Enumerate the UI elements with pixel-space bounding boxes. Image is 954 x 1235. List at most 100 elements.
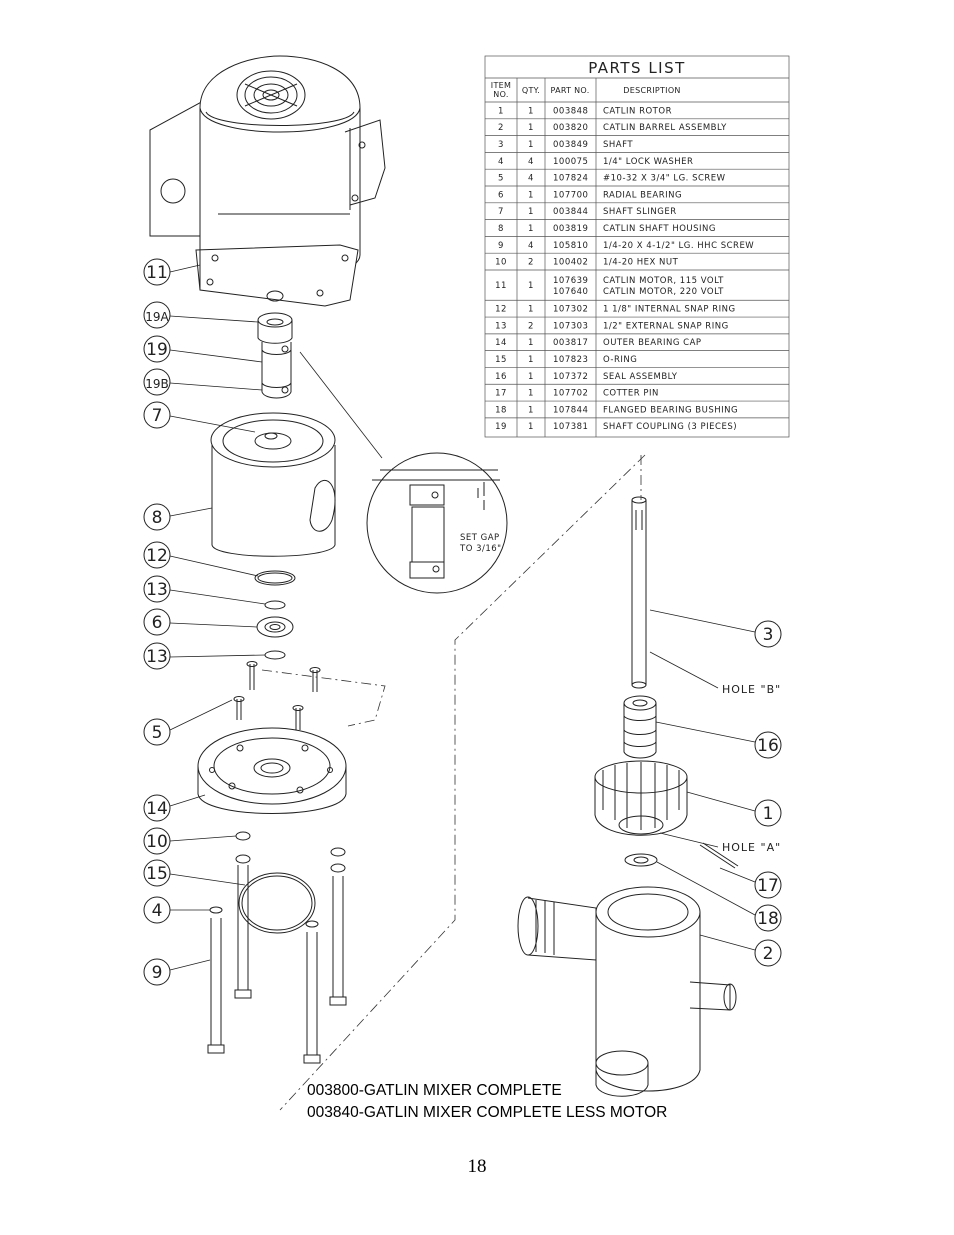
caption-mixer-less-motor: 003840-GATLIN MIXER COMPLETE LESS MOTOR — [307, 1104, 668, 1121]
parts-list-cell-qty: 1 — [528, 207, 534, 217]
parts-list-cell-description: 1 1/8" INTERNAL SNAP RING — [603, 305, 736, 315]
motor-part-11 — [149, 55, 386, 307]
header-qty: QTY. — [522, 86, 540, 95]
parts-list-cell-qty: 1 — [528, 389, 534, 399]
parts-list-cell-qty: 4 — [528, 241, 534, 251]
callout-19b: 19B — [145, 377, 169, 391]
hole-b-label: HOLE "B" — [722, 683, 781, 696]
parts-list-cell-item: 16 — [495, 372, 507, 382]
callouts-right: 3 HOLE "B" 16 1 HOLE "A" 17 18 2 — [649, 609, 782, 967]
seal-assembly-part-16 — [623, 695, 657, 759]
parts-list-cell-qty: 2 — [528, 321, 534, 331]
parts-list-cell-part_no: 107302 — [553, 305, 588, 315]
set-gap-label-line1: SET GAP — [460, 533, 500, 543]
callout-12: 12 — [146, 546, 168, 566]
shaft-coupling-part-19 — [257, 312, 293, 399]
parts-list-cell-description: 1/4-20 HEX NUT — [603, 258, 679, 268]
header-part-no: PART NO. — [550, 86, 589, 95]
parts-list-cell-part_no: 003848 — [553, 106, 588, 116]
snap-rings-and-bearing — [254, 570, 296, 660]
parts-list-cell-part_no: 003849 — [553, 140, 588, 150]
set-gap-label-line2: TO 3/16" — [459, 544, 502, 554]
parts-list-cell-part_no_2: 107640 — [553, 287, 588, 297]
parts-list-cell-description: CATLIN BARREL ASSEMBLY — [603, 123, 727, 133]
callout-18: 18 — [757, 909, 779, 929]
parts-list-cell-part_no: 100402 — [553, 258, 588, 268]
parts-list-cell-qty: 4 — [528, 174, 534, 184]
parts-list-cell-description: OUTER BEARING CAP — [603, 338, 702, 348]
callout-9: 9 — [152, 963, 163, 983]
callout-13-upper: 13 — [146, 580, 168, 600]
parts-list-cell-description: CATLIN MOTOR, 115 VOLT — [603, 276, 724, 286]
parts-list-cell-item: 15 — [495, 355, 507, 365]
parts-list-cell-part_no: 107824 — [553, 174, 588, 184]
parts-list-cell-item: 6 — [498, 190, 504, 200]
callout-13-lower: 13 — [146, 647, 168, 667]
parts-list-cell-part_no: 107823 — [553, 355, 588, 365]
parts-list-table: PARTS LIST ITEM NO. QTY. PART NO. DESCRI… — [484, 55, 790, 438]
callout-6: 6 — [152, 613, 163, 633]
set-gap-detail: SET GAP TO 3/16" — [299, 351, 508, 594]
parts-list-cell-qty: 1 — [528, 190, 534, 200]
parts-list-cell-part_no: 105810 — [553, 241, 588, 251]
parts-list-cell-description: RADIAL BEARING — [603, 190, 682, 200]
parts-list-cell-description: #10-32 X 3/4" LG. SCREW — [603, 174, 726, 184]
parts-list-cell-item: 17 — [495, 389, 507, 399]
parts-list-cell-qty: 1 — [528, 372, 534, 382]
callout-1: 1 — [763, 804, 774, 824]
parts-list-cell-qty: 1 — [528, 355, 534, 365]
parts-list-cell-part_no: 107381 — [553, 422, 588, 432]
parts-list-cell-part_no: 107844 — [553, 405, 588, 415]
parts-list-cell-item: 19 — [495, 422, 507, 432]
callout-17: 17 — [757, 876, 779, 896]
parts-list-cell-item: 4 — [498, 157, 504, 167]
centerline — [279, 454, 646, 1111]
callout-7: 7 — [152, 406, 163, 426]
parts-list-cell-item: 14 — [495, 338, 507, 348]
fasteners-part-9-10-4 — [207, 831, 347, 1064]
parts-list-cell-item: 9 — [498, 241, 504, 251]
parts-list-cell-qty: 1 — [528, 338, 534, 348]
parts-list-cell-item: 13 — [495, 321, 507, 331]
parts-list-cell-description: COTTER PIN — [603, 389, 659, 399]
parts-list-title: PARTS LIST — [588, 59, 686, 77]
parts-list-cell-description: 1/2" EXTERNAL SNAP RING — [603, 321, 729, 331]
parts-list-cell-item: 8 — [498, 224, 504, 234]
page-number: 18 — [467, 1156, 487, 1177]
parts-list-cell-item: 3 — [498, 140, 504, 150]
parts-list-rows: 1 1 003848 CATLIN ROTOR 2 1 003820 CATLIN BARRE… — [495, 106, 754, 432]
callout-11: 11 — [146, 263, 168, 283]
parts-list-cell-description_2: CATLIN MOTOR, 220 VOLT — [603, 287, 724, 297]
callouts-left: 11 19A 19 19B 7 8 12 13 6 13 5 14 10 15 … — [143, 258, 266, 986]
parts-list-cell-part_no: 003820 — [553, 123, 588, 133]
barrel-assembly-part-2 — [517, 886, 737, 1097]
parts-list-cell-qty: 4 — [528, 157, 534, 167]
parts-list-cell-part_no: 107372 — [553, 372, 588, 382]
parts-list-cell-item: 10 — [495, 258, 507, 268]
flanged-bushing-part-18 — [624, 853, 658, 867]
parts-list-cell-qty: 1 — [528, 106, 534, 116]
header-item-no-2: NO. — [493, 90, 508, 99]
parts-list-cell-description: CATLIN ROTOR — [603, 106, 672, 116]
callout-8: 8 — [152, 508, 163, 528]
parts-list-cell-part_no: 107639 — [553, 276, 588, 286]
parts-list-cell-part_no: 003819 — [553, 224, 588, 234]
parts-list-cell-qty: 1 — [528, 140, 534, 150]
parts-list-cell-qty: 1 — [528, 305, 534, 315]
shaft-housing-part-8 — [210, 412, 336, 557]
parts-list-cell-description: SHAFT SLINGER — [603, 207, 677, 217]
parts-list-cell-description: FLANGED BEARING BUSHING — [603, 405, 738, 415]
parts-list-cell-description: CATLIN SHAFT HOUSING — [603, 224, 716, 234]
rotor-part-1 — [594, 760, 739, 869]
parts-list-cell-item: 5 — [498, 174, 504, 184]
callout-3: 3 — [763, 625, 774, 645]
parts-list-cell-item: 18 — [495, 405, 507, 415]
parts-list-cell-item: 2 — [498, 123, 504, 133]
outer-bearing-cap-part-14 — [197, 727, 347, 814]
hole-a-label: HOLE "A" — [722, 841, 781, 854]
parts-list-cell-description: 1/4-20 X 4-1/2" LG. HHC SCREW — [603, 241, 754, 251]
parts-list-cell-qty: 2 — [528, 258, 534, 268]
callout-2: 2 — [763, 944, 774, 964]
screws-part-5 — [233, 661, 386, 730]
